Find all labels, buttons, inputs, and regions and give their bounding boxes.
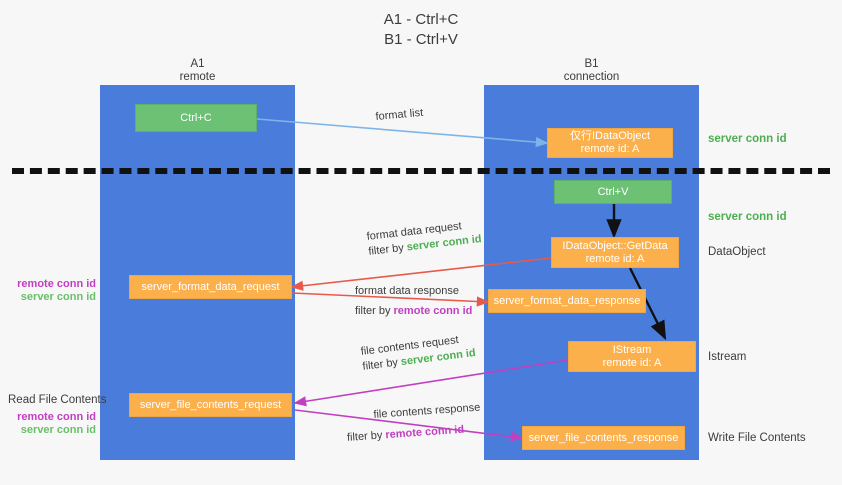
box-istream-title: IStream: [612, 343, 652, 356]
box-server-file-contents-response-label: server_file_contents_response: [528, 431, 679, 444]
box-ctrl-c-label: Ctrl+C: [180, 111, 212, 124]
annotation-conn-ids-upper: remote conn id server conn id: [0, 278, 96, 304]
filter-prefix-2: filter by: [355, 305, 394, 317]
annotation-istream: Istream: [708, 351, 747, 363]
box-idataobject-sub: remote id: A: [580, 143, 640, 155]
edge-label-format-data-request: format data request filter by server con…: [366, 217, 482, 260]
filter-prefix-4: filter by: [346, 429, 386, 444]
box-ctrl-v[interactable]: Ctrl+V: [554, 180, 672, 204]
edge-label-file-contents-request: file contents request filter by server c…: [360, 331, 477, 375]
edge-label-format-list: format list: [375, 106, 424, 125]
title-line-2: B1 - Ctrl+V: [384, 31, 458, 48]
edge-label-format-data-response: format data response filter by remote co…: [355, 284, 472, 319]
annotation-remote-conn-id-upper: remote conn id: [17, 278, 96, 290]
annotation-remote-conn-id-lower: remote conn id: [17, 411, 96, 423]
annotation-dataobject: DataObject: [708, 246, 766, 258]
box-server-format-data-request[interactable]: server_format_data_request: [129, 275, 292, 299]
box-server-format-data-response[interactable]: server_format_data_response: [488, 289, 646, 313]
edge-label-file-contents-response-text: file contents response: [373, 401, 481, 421]
lane-b1-name: B1: [584, 58, 599, 70]
edge-label-format-data-response-text: format data response: [355, 285, 459, 297]
lane-a1-name: A1: [190, 58, 205, 70]
filter-prefix-3: filter by: [361, 356, 402, 373]
box-getdata-sub: remote id: A: [585, 252, 645, 265]
lane-a1-role: remote: [179, 71, 216, 83]
box-idataobject-title: 仅行IDataObject: [569, 130, 651, 142]
annotation-conn-ids-lower: remote conn id server conn id: [0, 411, 96, 437]
annotation-server-conn-id-top: server conn id: [708, 133, 787, 145]
box-ctrl-v-label: Ctrl+V: [597, 185, 629, 198]
box-server-file-contents-response[interactable]: server_file_contents_response: [522, 426, 685, 450]
title-line-1: A1 - Ctrl+C: [383, 11, 459, 28]
page-title: A1 - Ctrl+C B1 - Ctrl+V: [0, 10, 842, 50]
box-istream[interactable]: IStream remote id: A: [568, 341, 696, 372]
annotation-write-file-contents: Write File Contents: [708, 432, 806, 444]
box-getdata-title: IDataObject::GetData: [562, 239, 668, 252]
edge-label-file-contents-response-filter: filter by remote conn id: [347, 421, 483, 445]
lane-header-a1: A1 remote: [100, 58, 295, 84]
filter-key-remote-2: remote conn id: [393, 305, 473, 317]
box-server-format-data-response-label: server_format_data_response: [493, 294, 641, 307]
edge-label-file-contents-response: file contents response filter by remote …: [347, 401, 482, 444]
box-server-file-contents-request[interactable]: server_file_contents_request: [129, 393, 292, 417]
filter-prefix-1: filter by: [367, 241, 408, 258]
annotation-server-conn-id-lower: server conn id: [20, 424, 96, 436]
box-server-format-data-request-label: server_format_data_request: [141, 280, 280, 293]
box-server-file-contents-request-label: server_file_contents_request: [139, 398, 282, 411]
edge-label-format-list-text: format list: [375, 106, 424, 123]
box-idataobject-getdata[interactable]: IDataObject::GetData remote id: A: [551, 237, 679, 268]
lane-header-b1: B1 connection: [484, 58, 699, 84]
edge-label-format-data-response-filter: filter by remote conn id: [355, 304, 472, 319]
lane-b1-role: connection: [563, 71, 620, 83]
annotation-server-conn-id-upper: server conn id: [20, 291, 96, 303]
filter-key-remote-4: remote conn id: [385, 423, 465, 442]
annotation-server-conn-id-second: server conn id: [708, 211, 787, 223]
box-ctrl-c[interactable]: Ctrl+C: [135, 104, 257, 132]
annotation-read-file-contents: Read File Contents: [8, 394, 107, 406]
box-istream-sub: remote id: A: [602, 356, 662, 369]
box-idataobject[interactable]: 仅行IDataObject remote id: A: [547, 128, 673, 158]
phase-divider: [12, 168, 830, 174]
